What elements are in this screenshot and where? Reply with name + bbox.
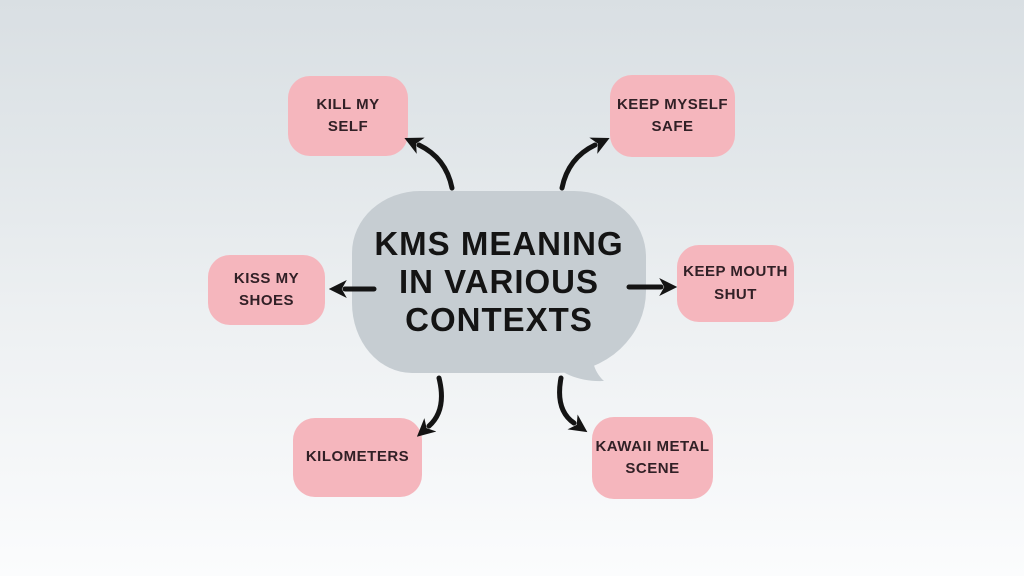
node-keep-myself-safe: KEEP MYSELF SAFE	[610, 75, 735, 157]
node-kilometers-label: KILOMETERS	[305, 448, 410, 466]
central-topic-line-2: IN VARIOUS	[398, 263, 600, 300]
arrow-kill-my-self	[404, 137, 455, 191]
arrow-keep-myself-safe	[559, 137, 610, 191]
central-topic-line-3: CONTEXTS	[405, 301, 593, 338]
node-kawaii-metal-scene-label: KAWAII METAL SCENE	[595, 437, 710, 478]
central-topic-bubble: KMS MEANING IN VARIOUS CONTEXTS	[352, 191, 646, 373]
arrow-kawaii-metal-scene	[557, 375, 588, 433]
node-kiss-my-shoes: KISS MY SHOES	[208, 255, 325, 325]
node-keep-myself-safe-label: KEEP MYSELF SAFE	[616, 95, 729, 136]
node-kill-my-self-label: KILL MY SELF	[316, 95, 380, 136]
arrow-kilometers	[416, 375, 444, 437]
node-keep-mouth-shut: KEEP MOUTH SHUT	[677, 245, 794, 322]
node-kiss-my-shoes-label: KISS MY SHOES	[233, 269, 300, 310]
node-kill-my-self: KILL MY SELF	[288, 76, 408, 156]
node-kawaii-metal-scene: KAWAII METAL SCENE	[592, 417, 713, 499]
node-keep-mouth-shut-label: KEEP MOUTH SHUT	[683, 263, 788, 303]
node-kilometers: KILOMETERS	[293, 418, 422, 497]
central-topic-line-1: KMS MEANING	[374, 225, 624, 262]
